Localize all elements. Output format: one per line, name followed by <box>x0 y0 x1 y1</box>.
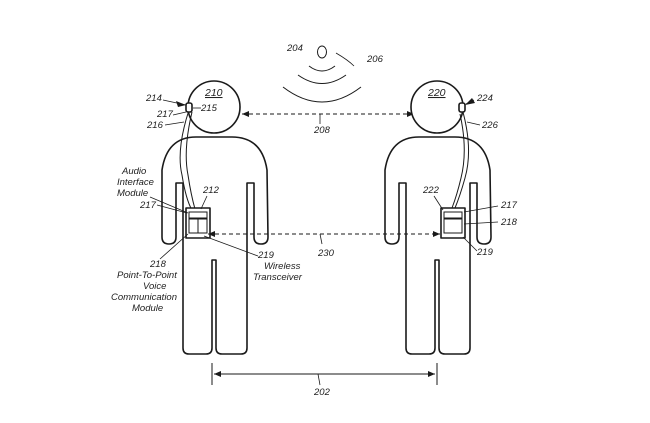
left-module-inner-top <box>188 211 208 219</box>
label-210: 210 <box>204 87 223 99</box>
audio-interface-line-2: Interface <box>117 177 154 188</box>
p2p-label: Point-To-Point Voice Communication Modul… <box>111 270 180 314</box>
wireless-line-2: Transceiver <box>253 272 303 283</box>
distance-dimension <box>211 363 438 386</box>
label-230: 230 <box>317 248 335 259</box>
label-204: 204 <box>286 43 303 54</box>
wireless-label: Wireless Transceiver <box>253 261 303 283</box>
signal-source <box>282 45 362 103</box>
p2p-line-3: Communication <box>111 292 177 303</box>
label-219-left: 219 <box>257 250 275 261</box>
wave-2 <box>297 74 347 84</box>
label-218-right: 218 <box>500 217 518 228</box>
label-216: 216 <box>146 120 164 131</box>
label-219-right: 219 <box>476 247 494 258</box>
right-module-inner <box>443 218 463 234</box>
label-217-left: 217 <box>139 200 157 211</box>
signal-source-node <box>317 45 327 59</box>
p2p-line-4: Module <box>132 303 163 314</box>
left-earpiece <box>185 102 193 113</box>
audio-interface-line-1: Audio <box>121 166 146 177</box>
right-earpiece <box>458 102 466 113</box>
label-202: 202 <box>313 387 331 398</box>
audio-interface-label: Audio Interface Module <box>117 166 157 199</box>
p2p-line-2: Voice <box>143 281 166 292</box>
label-224: 224 <box>476 93 493 104</box>
label-215: 215 <box>200 103 218 114</box>
label-206: 206 <box>366 54 384 65</box>
label-218-left: 218 <box>149 259 167 270</box>
wave-1 <box>308 65 336 72</box>
label-217-right: 217 <box>500 200 518 211</box>
label-220: 220 <box>427 87 446 99</box>
right-module-inner-top <box>443 211 463 219</box>
left-cable <box>179 109 193 211</box>
right-body <box>384 136 492 355</box>
label-222: 222 <box>422 185 440 196</box>
wireless-line-1: Wireless <box>264 261 301 272</box>
label-212: 212 <box>202 185 220 196</box>
label-214: 214 <box>145 93 162 104</box>
label-208: 208 <box>313 125 331 136</box>
wave-3 <box>282 86 362 103</box>
label-226: 226 <box>481 120 499 131</box>
label-217-top: 217 <box>156 109 174 120</box>
person-left <box>161 80 269 355</box>
audio-interface-line-3: Module <box>117 188 148 199</box>
left-body <box>161 136 269 355</box>
right-cable <box>454 111 470 209</box>
p2p-line-1: Point-To-Point <box>117 270 177 281</box>
person-right <box>384 80 492 355</box>
